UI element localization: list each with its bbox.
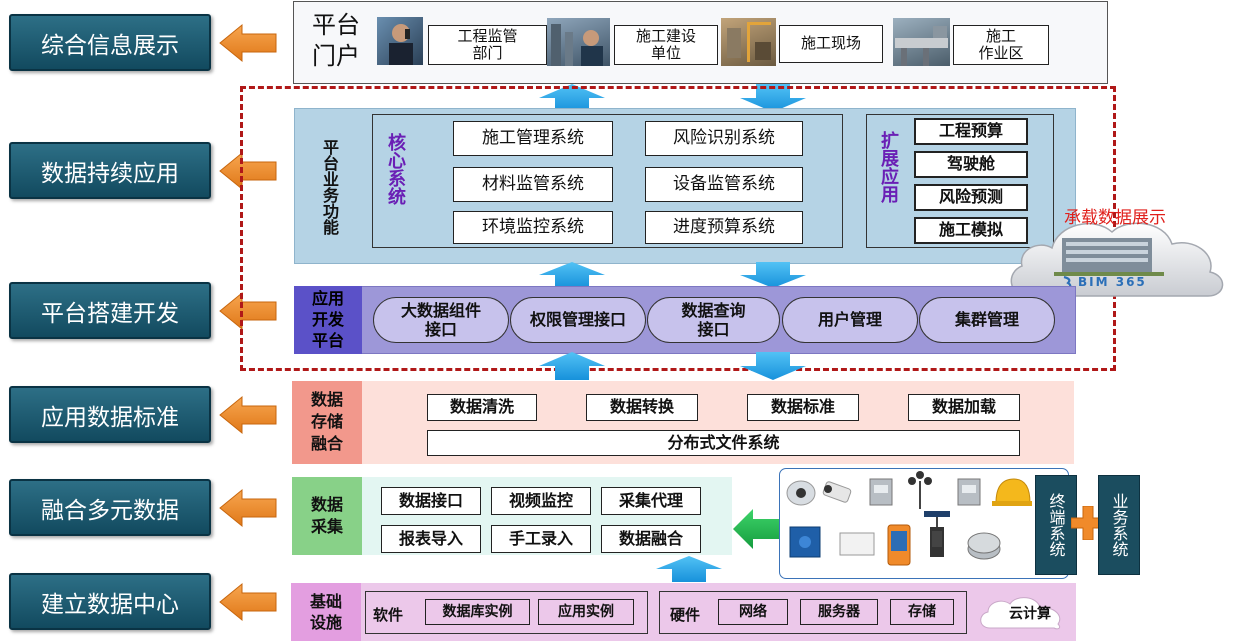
side-label-data-center: 建立数据中心 [9, 573, 211, 630]
infra-software-group [365, 591, 648, 634]
core-item-equipment-supervise[interactable]: 设备监管系统 [645, 167, 803, 202]
cloud-caption: 承载数据展示 [1064, 208, 1166, 228]
ext-item-construction-sim[interactable]: 施工模拟 [914, 217, 1028, 244]
managed-platform-frame [240, 86, 1116, 371]
left-arrow-icon [219, 23, 277, 63]
sensor-devices-icon [786, 471, 1032, 566]
storage-label-bg [292, 381, 362, 464]
extension-app-label: 扩展应用 [878, 131, 899, 203]
portal-item-construction-unit[interactable]: 施工建设 单位 [614, 25, 718, 65]
storage-label: 数据 存储 融合 [310, 390, 343, 453]
photo-official [377, 17, 423, 65]
bim-logo-text: BIM 365 [1078, 275, 1147, 289]
infra-cloud-label: 云计算 [1009, 606, 1051, 622]
collect-item-video[interactable]: 视频监控 [491, 487, 591, 515]
side-label-info-display: 综合信息展示 [9, 14, 211, 71]
portal-item-work-zone[interactable]: 施工 作业区 [953, 25, 1049, 65]
down-arrow-icon [740, 352, 806, 380]
side-label-platform-build: 平台搭建开发 [9, 282, 211, 339]
business-label: 平台业务功能 [320, 139, 339, 235]
collect-item-fusion[interactable]: 数据融合 [601, 525, 701, 553]
down-arrow-icon [740, 262, 806, 288]
storage-item-standard[interactable]: 数据标准 [747, 394, 859, 421]
dev-platform-label-bg [294, 286, 362, 354]
collect-item-agent[interactable]: 采集代理 [601, 487, 701, 515]
collect-label: 数据 采集 [310, 495, 343, 536]
infra-item-app-instance[interactable]: 应用实例 [538, 599, 634, 625]
infra-item-storage[interactable]: 存储 [890, 599, 954, 625]
dev-item-cluster-mgmt[interactable]: 集群管理 [919, 297, 1055, 343]
terminal-system-label: 终端系统 [1035, 475, 1077, 575]
collect-label-bg [292, 477, 362, 555]
core-item-material-supervise[interactable]: 材料监管系统 [453, 167, 613, 202]
infra-item-db-instance[interactable]: 数据库实例 [425, 599, 530, 625]
collect-item-report-import[interactable]: 报表导入 [381, 525, 481, 553]
infra-hardware-group [659, 591, 967, 634]
side-label-data-standard: 应用数据标准 [9, 386, 211, 443]
left-arrow-icon [219, 488, 277, 528]
up-arrow-icon [539, 262, 605, 288]
infra-item-network[interactable]: 网络 [718, 599, 788, 625]
green-left-arrow-icon [733, 509, 779, 549]
dev-item-query-api[interactable]: 数据查询 接口 [647, 297, 780, 343]
storage-item-cleaning[interactable]: 数据清洗 [427, 394, 537, 421]
core-system-group [372, 114, 843, 248]
photo-work-zone [893, 18, 950, 66]
down-arrow-icon [740, 84, 806, 112]
collect-item-manual-entry[interactable]: 手工录入 [491, 525, 591, 553]
core-item-schedule-budget[interactable]: 进度预算系统 [645, 211, 803, 244]
ext-item-risk-forecast[interactable]: 风险预测 [914, 184, 1028, 211]
extension-app-group [866, 114, 1054, 248]
photo-builder [547, 18, 610, 66]
photo-site [721, 18, 776, 66]
business-system-label: 业务系统 [1098, 475, 1140, 575]
dev-item-permission-api[interactable]: 权限管理接口 [510, 297, 646, 343]
portal-title: 平台 门户 [312, 11, 360, 70]
core-item-risk-identify[interactable]: 风险识别系统 [645, 121, 803, 156]
storage-item-conversion[interactable]: 数据转换 [586, 394, 698, 421]
dev-item-user-mgmt[interactable]: 用户管理 [782, 297, 918, 343]
ext-item-cockpit[interactable]: 驾驶舱 [914, 151, 1028, 178]
side-label-multi-data: 融合多元数据 [9, 479, 211, 536]
ext-item-engineering-budget[interactable]: 工程预算 [914, 118, 1028, 145]
storage-item-loading[interactable]: 数据加载 [908, 394, 1020, 421]
portal-item-construction-site[interactable]: 施工现场 [779, 25, 883, 63]
infra-label-bg [291, 583, 361, 641]
core-item-environment-monitor[interactable]: 环境监控系统 [453, 211, 613, 244]
up-arrow-icon [539, 84, 605, 112]
infra-label: 基础 设施 [309, 592, 342, 632]
dev-platform-label: 应用 开发 平台 [311, 289, 344, 350]
side-label-data-application: 数据持续应用 [9, 142, 211, 199]
collect-item-data-api[interactable]: 数据接口 [381, 487, 481, 515]
plus-icon [1071, 506, 1105, 540]
portal-item-supervision[interactable]: 工程监管 部门 [428, 25, 547, 65]
infra-item-server[interactable]: 服务器 [800, 599, 878, 625]
dev-item-bigdata-api[interactable]: 大数据组件 接口 [373, 297, 509, 343]
cloud-computing-icon [980, 597, 1061, 630]
left-arrow-icon [219, 395, 277, 435]
infra-software-label: 软件 [373, 606, 404, 624]
storage-item-dfs[interactable]: 分布式文件系统 [427, 430, 1020, 456]
up-arrow-icon [539, 352, 605, 380]
left-arrow-icon [219, 582, 277, 622]
infra-panel [291, 583, 1076, 641]
infra-hardware-label: 硬件 [670, 606, 701, 624]
core-system-label: 核心系统 [385, 133, 406, 205]
core-item-construction-mgmt[interactable]: 施工管理系统 [453, 121, 613, 156]
up-arrow-icon [656, 556, 722, 582]
